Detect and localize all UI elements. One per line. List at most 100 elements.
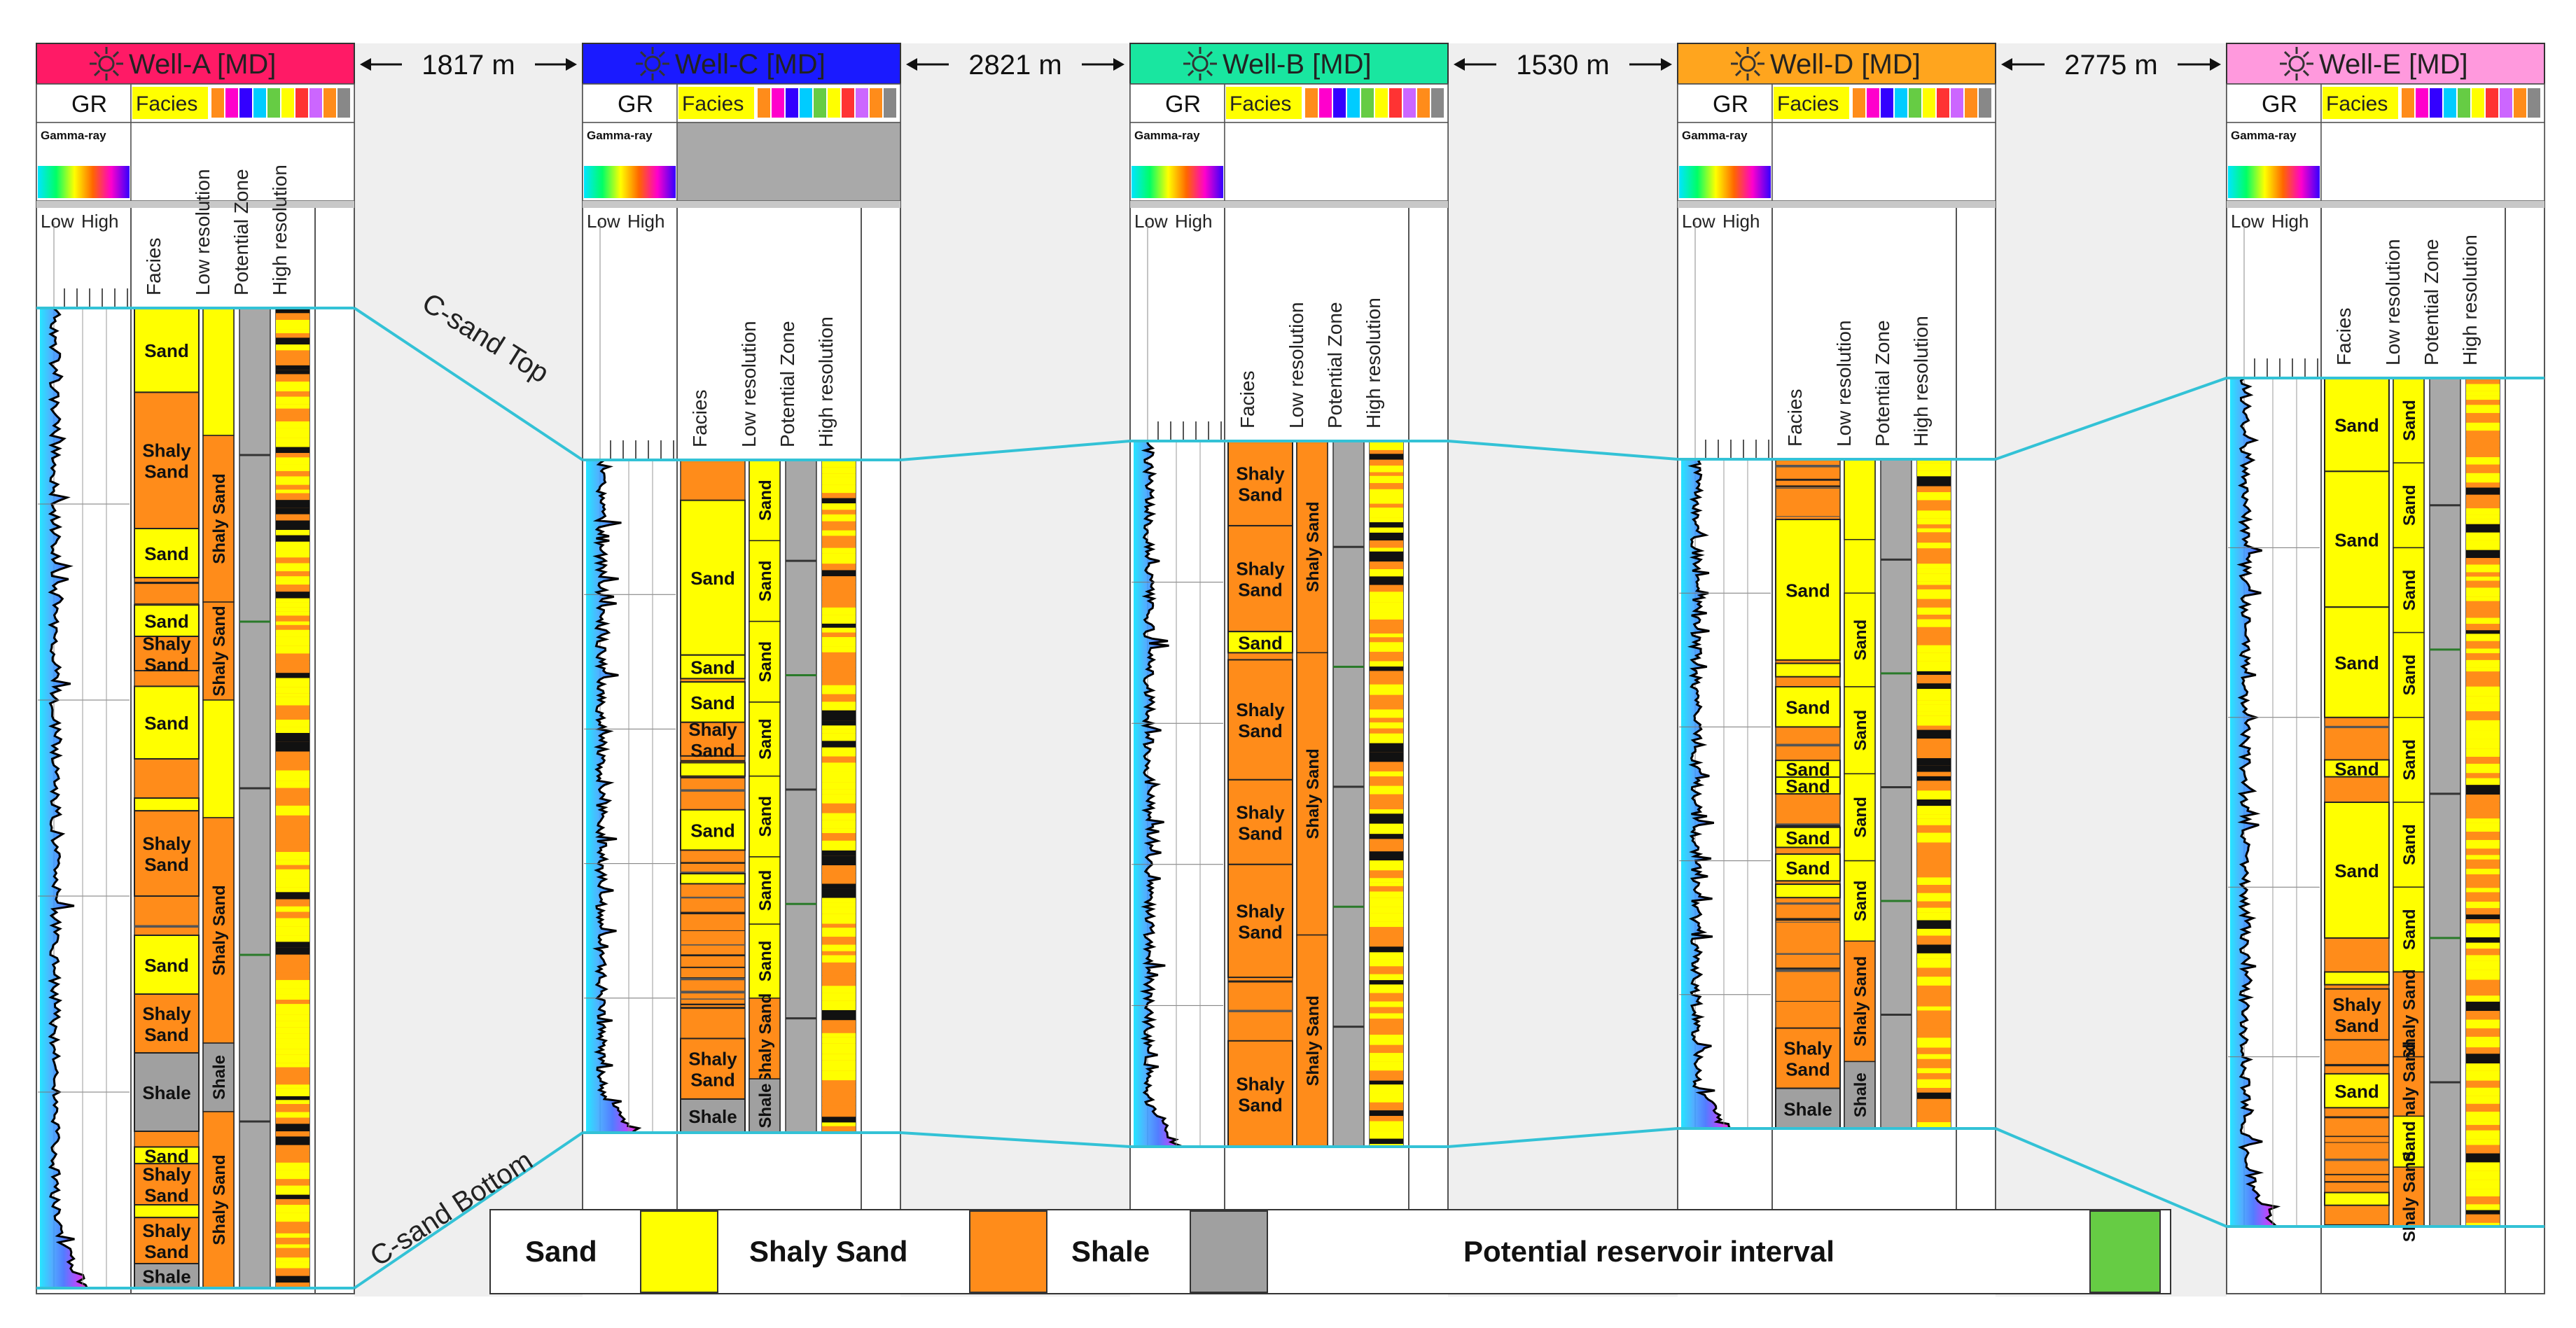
lowres-interval (202, 1111, 235, 1289)
highres-stripe (822, 928, 856, 937)
highres-stripe (822, 576, 856, 581)
highres-stripe (2466, 1096, 2500, 1104)
facies-palette-swatch (281, 88, 294, 118)
scale-high-label: High (1175, 211, 1212, 232)
highres-stripe (276, 438, 309, 443)
highres-stripe (1917, 689, 1951, 694)
highres-stripe (822, 615, 856, 624)
lowres-interval-label: Sand (1851, 881, 1870, 922)
highres-stripe (1917, 729, 1951, 739)
highres-stripe (276, 805, 309, 816)
highres-stripe (276, 514, 309, 521)
highres-stripe (822, 1092, 856, 1097)
lowres-interval (202, 307, 235, 436)
highres-stripe (822, 733, 856, 741)
highres-stripe (2466, 778, 2500, 785)
highres-stripe (276, 1268, 309, 1276)
highres-stripe (822, 725, 856, 729)
highres-stripe (1917, 758, 1951, 766)
highres-stripe (276, 470, 309, 477)
highres-stripe (1370, 722, 1403, 729)
highres-stripe (276, 1096, 309, 1100)
lowres-interval (202, 1042, 235, 1112)
facies-header-swatch (132, 87, 208, 119)
facies-interval-label: Shaly (1236, 900, 1285, 921)
facies-interval (1227, 659, 1293, 781)
highres-stripe (276, 421, 309, 428)
lowres-interval (1296, 934, 1328, 1147)
highres-stripe (822, 756, 856, 763)
distance-arrow-head (1661, 58, 1672, 71)
highres-stripe (1370, 927, 1403, 937)
sun-ray (1187, 50, 1195, 58)
facies-interval (680, 654, 746, 680)
highres-stripe (1370, 441, 1403, 450)
facies-interval-label: Shaly (1236, 1073, 1285, 1094)
highres-stripe (2466, 902, 2500, 909)
highres-stripe (822, 530, 856, 536)
highres-stripe (276, 629, 309, 637)
facies-interval-label: Shaly (142, 440, 191, 461)
lowres-interval-label: Sand (756, 941, 775, 982)
track-label: Low resolution (2382, 239, 2404, 365)
highres-stripe (276, 414, 309, 421)
potential-zone-column (2429, 377, 2461, 1227)
highres-stripe (1917, 661, 1951, 671)
facies-interval-label: Sand (1238, 823, 1283, 844)
highres-stripe (1370, 882, 1403, 886)
facies-palette-swatch (2458, 88, 2470, 118)
facies-interval-label: Shaly (2332, 994, 2381, 1015)
highres-stripe (2466, 1210, 2500, 1215)
facies-header-label: Facies (136, 92, 197, 116)
highres-stripe (1370, 517, 1403, 523)
highres-stripe (1370, 1007, 1403, 1014)
lowres-interval-label: Sand (2400, 484, 2419, 526)
lowres-interval (2393, 886, 2425, 973)
facies-interval-label: Sand (1785, 580, 1830, 601)
distance-arrow-head (566, 58, 577, 71)
facies-palette-swatch (856, 88, 868, 118)
highres-stripe (1370, 1116, 1403, 1121)
facies-palette-swatch (1333, 88, 1346, 118)
facies-palette-swatch (2402, 88, 2414, 118)
highres-stripe (1370, 661, 1403, 667)
highres-stripe (2466, 802, 2500, 813)
lowres-interval-label: Shale (756, 1084, 775, 1128)
highres-stripe (276, 344, 309, 351)
highres-stripe (822, 1020, 856, 1028)
highres-stripe (276, 313, 309, 320)
lowres-interval (2393, 1056, 2425, 1117)
facies-interval-label: Shaly (142, 1164, 191, 1185)
highres-stripe (822, 460, 856, 468)
highres-stripe (276, 705, 309, 710)
highres-stripe (1917, 739, 1951, 744)
facies-palette-swatch (814, 88, 826, 118)
highres-stripe (2466, 422, 2500, 431)
facies-header-swatch (1226, 87, 1302, 119)
highres-stripe (822, 676, 856, 685)
highres-stripe (2466, 648, 2500, 654)
highres-stripe (2466, 564, 2500, 573)
facies-interval (1227, 631, 1293, 654)
highres-stripe (276, 678, 309, 687)
highres-stripe (2466, 405, 2500, 413)
highres-stripe (2466, 908, 2500, 915)
lowres-interval-label: Shaly Sand (210, 473, 229, 564)
facies-palette-swatch (1361, 88, 1374, 118)
highres-stripe (1917, 920, 1951, 929)
highres-stripe (276, 869, 309, 874)
highres-stripe (276, 308, 309, 314)
highres-stripe (1917, 1083, 1951, 1089)
gr-header-cell (2226, 83, 2322, 123)
distance-arrow-head (2210, 58, 2221, 71)
gr-header-label: GR (71, 91, 107, 118)
highres-stripe (822, 493, 856, 498)
highres-stripe (1917, 1092, 1951, 1099)
lowres-interval-label: Sand (756, 796, 775, 837)
highres-stripe (1917, 1088, 1951, 1093)
highres-stripe (276, 319, 309, 330)
panel-gap (354, 43, 583, 1296)
facies-interval (680, 873, 746, 885)
highres-stripe (1370, 1121, 1403, 1131)
